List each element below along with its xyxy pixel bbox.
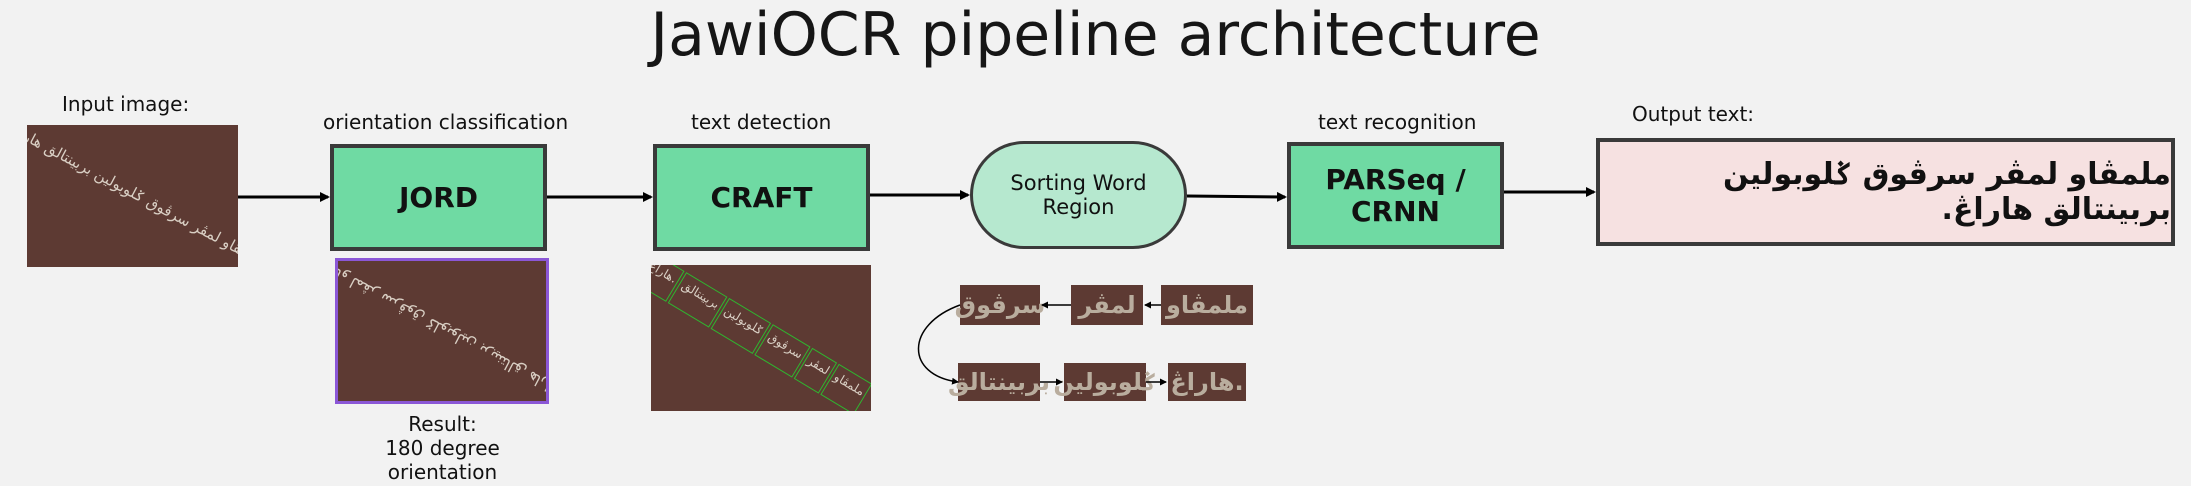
input-image: ملمڤاو لمڤر سرڤوق ݢلوبولين بربينتالق هار…	[27, 125, 238, 267]
detection-image: ملمڤاو لمڤر سرڤوق ݢلوبولين بربينتالق هار…	[651, 265, 871, 411]
orientation-label: orientation classification	[323, 110, 569, 134]
sorting-line-1: Sorting Word	[1010, 171, 1147, 195]
result-line-1: Result:	[408, 412, 477, 436]
arrow-sorting-to-recognition	[1186, 191, 1287, 202]
output-text-box: ملمڤاو لمڤر سرڤوق ݢلوبولين بربينتالق هار…	[1596, 138, 2175, 246]
text-detection-label: text detection	[691, 110, 832, 134]
page-title: JawiOCR pipeline architecture	[650, 0, 1541, 70]
sorting-word-region-node: Sorting Word Region	[970, 141, 1187, 249]
recognition-line-1: PARSeq /	[1325, 162, 1466, 196]
sorted-word-chip: سرڤوق	[955, 285, 1045, 325]
orientation-result: Result: 180 degree orientation	[360, 412, 525, 484]
sorted-word-chip: لمڤر	[1071, 285, 1143, 325]
sorting-line-2: Region	[1042, 195, 1115, 219]
text-recognition-label: text recognition	[1318, 110, 1477, 134]
recognition-line-2: CRNN	[1351, 194, 1440, 228]
sorted-word-chip: ملمڤاو	[1161, 285, 1253, 325]
craft-box: CRAFT	[653, 144, 870, 251]
parseq-crnn-box: PARSeq / CRNN	[1287, 142, 1504, 249]
input-label: Input image:	[62, 92, 190, 116]
jord-box: JORD	[330, 144, 547, 251]
output-label: Output text:	[1632, 102, 1755, 126]
sorted-word-chip: ݢلوبولين	[1053, 363, 1157, 401]
result-line-2: 180 degree	[385, 436, 500, 460]
arrow-line-wrap	[917, 304, 961, 385]
sorted-word-chip: هاراڠ.	[1168, 363, 1246, 401]
result-line-3: orientation	[387, 460, 498, 484]
sorted-word-chip: بربينتالق	[948, 363, 1050, 401]
output-text: ملمڤاو لمڤر سرڤوق ݢلوبولين بربينتالق هار…	[1722, 157, 2171, 227]
rotated-image: ملمڤاو لمڤر سرڤوق ݢلوبولين بربينتالق هار…	[335, 258, 549, 404]
